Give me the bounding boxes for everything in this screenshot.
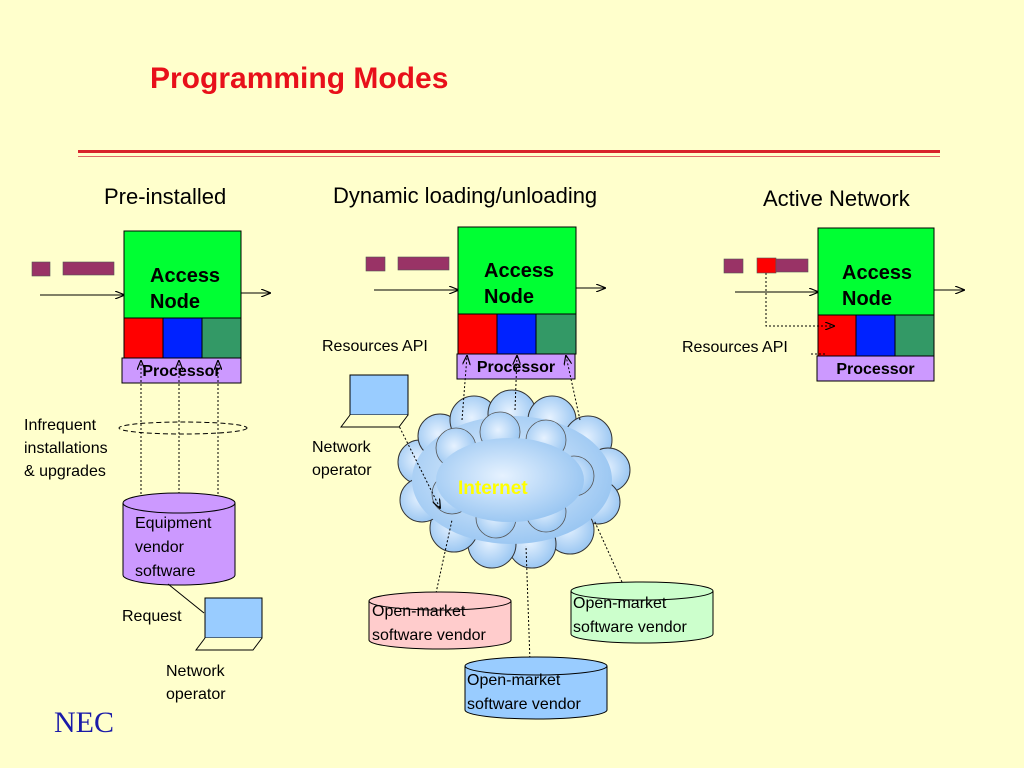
nec-logo: NEC bbox=[54, 706, 114, 739]
slot-blue bbox=[496, 313, 537, 355]
installation-ring bbox=[118, 421, 248, 435]
processor-label: Processor bbox=[476, 359, 556, 376]
request-label: Request bbox=[122, 608, 182, 625]
column-active bbox=[723, 227, 964, 382]
access-node-box bbox=[457, 226, 577, 315]
slot-green bbox=[894, 314, 935, 357]
packet-active-code bbox=[756, 257, 777, 274]
slide-title: Programming Modes bbox=[150, 62, 449, 95]
packet-large bbox=[62, 261, 115, 276]
laptop-icon bbox=[340, 374, 409, 428]
database-open-market-pink bbox=[368, 591, 512, 650]
slot-red bbox=[123, 317, 164, 359]
packet-small bbox=[365, 256, 386, 272]
processor-label: Processor bbox=[142, 363, 221, 380]
title-rule bbox=[78, 150, 940, 153]
title-rule-thin bbox=[78, 156, 940, 157]
load-lines bbox=[395, 356, 623, 663]
slot-green bbox=[201, 317, 242, 359]
internet-label: Internet bbox=[458, 478, 528, 499]
column-dynamic bbox=[340, 226, 714, 720]
slot-blue bbox=[162, 317, 203, 359]
heading-preinstalled: Pre-installed bbox=[104, 184, 227, 209]
processor-label: Processor bbox=[836, 361, 915, 378]
access-node-box bbox=[123, 230, 242, 319]
heading-dynamic: Dynamic loading/unloading bbox=[333, 183, 598, 208]
code-extraction-line bbox=[765, 273, 834, 326]
access-node-box bbox=[817, 227, 935, 316]
column-preinstalled bbox=[31, 230, 270, 651]
slot-red bbox=[817, 314, 857, 357]
packet-large bbox=[775, 258, 809, 273]
database-equipment-vendor bbox=[122, 492, 236, 586]
install-lines bbox=[141, 361, 218, 498]
request-link bbox=[167, 583, 205, 614]
slot-red bbox=[457, 313, 498, 355]
database-open-market-blue bbox=[464, 656, 608, 720]
packet-small bbox=[31, 261, 51, 277]
laptop-icon bbox=[195, 597, 263, 651]
processor-box bbox=[816, 355, 935, 382]
slot-green bbox=[535, 313, 577, 355]
packet-small bbox=[723, 258, 744, 274]
database-open-market-green bbox=[570, 581, 714, 644]
resources-api-label: Resources API bbox=[322, 338, 428, 355]
heading-active: Active Network bbox=[763, 186, 910, 211]
slot-blue bbox=[855, 314, 896, 357]
resources-api-label: Resources API bbox=[682, 339, 788, 356]
internet-cloud bbox=[397, 389, 631, 569]
packet-large bbox=[397, 256, 450, 271]
